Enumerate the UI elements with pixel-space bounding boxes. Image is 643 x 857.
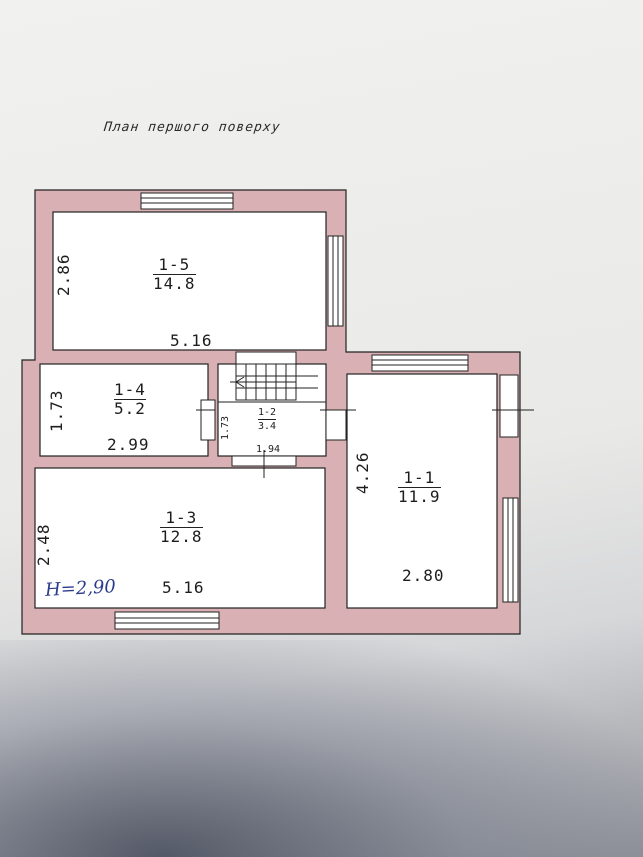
room-1-2-width: 1.94 — [256, 444, 281, 455]
room-area: 11.9 — [398, 487, 441, 506]
door-1-4 — [200, 399, 216, 441]
ceiling-height-note: H=2,90 — [44, 576, 117, 601]
room-1-1-width: 2.80 — [402, 566, 445, 585]
room-1-5-width: 5.16 — [170, 331, 213, 350]
room-1-4-label: 1-4 5.2 — [114, 382, 146, 417]
stairs — [218, 351, 326, 403]
room-code: 1-4 — [114, 380, 146, 400]
room-1-4-length: 1.73 — [47, 389, 66, 432]
window-right — [502, 497, 519, 603]
room-1-5 — [52, 211, 327, 351]
room-code: 1-5 — [153, 257, 196, 275]
door-1-1-left — [325, 409, 347, 441]
room-area: 5.2 — [114, 399, 146, 418]
room-code: 1-1 — [398, 470, 441, 488]
room-1-4 — [39, 363, 209, 457]
room-area: 3.4 — [258, 421, 277, 432]
door-1-1-right — [499, 374, 519, 438]
windows — [114, 192, 519, 630]
room-1-2-length: 1.73 — [220, 415, 231, 440]
room-1-1-length: 4.26 — [353, 451, 372, 494]
door-swing-ticks — [196, 409, 534, 478]
room-1-1 — [346, 373, 498, 609]
room-area: 14.8 — [153, 274, 196, 293]
window-right-upper — [327, 235, 344, 327]
room-code: 1-2 — [258, 407, 277, 420]
photo-shadow — [0, 640, 643, 857]
room-1-5-label: 1-5 14.8 — [153, 257, 196, 292]
room-1-3-width: 5.16 — [162, 578, 205, 597]
room-1-4-width: 2.99 — [107, 435, 150, 454]
room-1-3 — [34, 467, 326, 609]
room-code: 1-3 — [160, 510, 203, 528]
room-1-2-label: 1-2 3.4 — [258, 407, 277, 432]
room-area: 12.8 — [160, 527, 203, 546]
window-mid-top — [371, 354, 469, 372]
room-1-3-length: 2.48 — [34, 523, 53, 566]
window-top — [140, 192, 234, 210]
room-1-1-label: 1-1 11.9 — [398, 470, 441, 505]
window-bottom — [114, 611, 220, 630]
room-1-5-length: 2.86 — [54, 253, 73, 296]
room-1-3-label: 1-3 12.8 — [160, 510, 203, 545]
